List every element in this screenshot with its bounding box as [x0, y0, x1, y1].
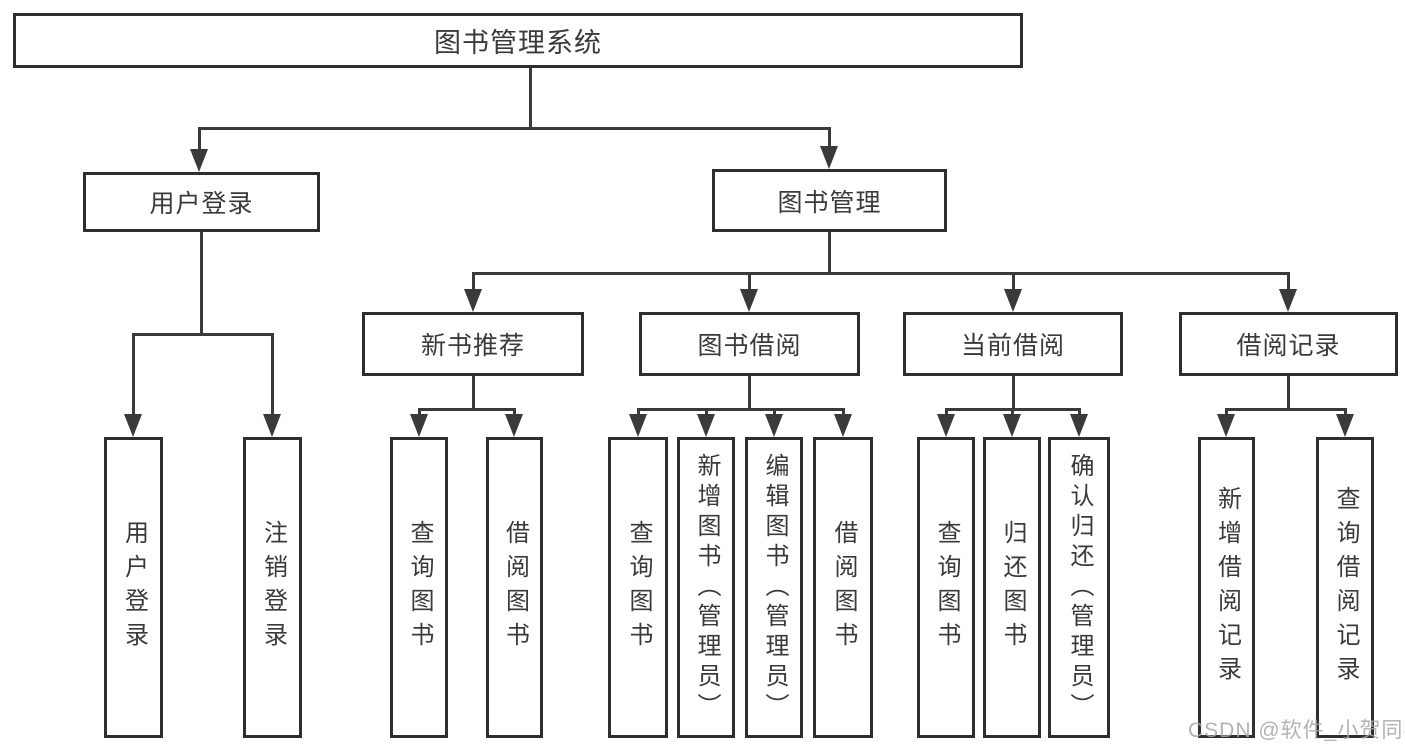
node-label: 当前借阅 [960, 332, 1065, 360]
connector-line [1287, 272, 1290, 292]
node-borrow-record: 借阅记录 [1179, 312, 1398, 376]
leaf-label: 新增图书（管理员） [693, 452, 720, 723]
connector-line [472, 272, 475, 292]
connector-line [1225, 408, 1347, 411]
arrow-down-icon [937, 414, 955, 437]
connector-line [748, 376, 751, 411]
node-user-login: 用户登录 [83, 172, 320, 232]
connector-line [418, 408, 421, 417]
connector-line [472, 376, 475, 411]
arrow-down-icon [410, 414, 428, 437]
csdn-watermark: CSDN @软件_小贺同学 [1188, 719, 1405, 742]
node-label: 用户登录 [149, 190, 254, 218]
arrow-down-icon [464, 289, 482, 312]
connector-line [271, 333, 274, 417]
connector-line [513, 408, 516, 417]
leaf-confirm-return-admin: 确认归还（管理员） [1048, 437, 1110, 738]
leaf-label: 确认归还（管理员） [1066, 452, 1093, 723]
leaf-label: 查询图书 [406, 519, 433, 656]
leaf-query-book-recommend: 查询图书 [390, 437, 448, 738]
leaf-label: 归还图书 [999, 519, 1026, 656]
node-book-borrow: 图书借阅 [639, 312, 860, 376]
connector-line [472, 272, 1290, 275]
arrow-down-icon [1003, 414, 1021, 437]
arrow-down-icon [1336, 414, 1354, 437]
leaf-logout: 注销登录 [243, 437, 302, 738]
node-book-management: 图书管理 [712, 169, 947, 232]
connector-line [418, 408, 515, 411]
connector-line [637, 408, 640, 417]
connector-line [637, 408, 845, 411]
leaf-query-book-current: 查询图书 [917, 437, 975, 738]
connector-line [1225, 408, 1228, 417]
leaf-label: 新增借阅记录 [1213, 485, 1241, 690]
leaf-return-book: 归还图书 [983, 437, 1041, 738]
connector-line [748, 272, 751, 292]
arrow-down-icon [263, 414, 281, 437]
connector-line [828, 232, 831, 275]
node-library-management-system: 图书管理系统 [13, 13, 1023, 68]
connector-line [198, 127, 201, 152]
node-label: 图书管理系统 [434, 28, 602, 58]
arrow-down-icon [629, 414, 647, 437]
arrow-down-icon [820, 146, 838, 169]
connector-line [1344, 408, 1347, 417]
connector-line [198, 127, 831, 130]
arrow-down-icon [1217, 414, 1235, 437]
connector-line [529, 68, 532, 130]
connector-line [945, 408, 948, 417]
leaf-label: 借阅图书 [830, 519, 857, 656]
leaf-add-book-admin: 新增图书（管理员） [677, 437, 735, 738]
arrow-down-icon [190, 149, 208, 172]
connector-line [132, 333, 135, 417]
connector-line [705, 408, 708, 417]
leaf-borrow-book-recommend: 借阅图书 [486, 437, 543, 738]
node-new-book-recommend: 新书推荐 [362, 312, 584, 376]
leaf-edit-book-admin: 编辑图书（管理员） [745, 437, 803, 738]
arrow-down-icon [740, 289, 758, 312]
arrow-down-icon [1070, 414, 1088, 437]
leaf-label: 用户登录 [120, 519, 148, 656]
connector-line [828, 127, 831, 149]
connector-line [1012, 272, 1015, 292]
connector-line [1012, 376, 1015, 411]
leaf-add-borrow-record: 新增借阅记录 [1198, 437, 1255, 738]
arrow-down-icon [124, 414, 142, 437]
connector-line [132, 333, 273, 336]
arrow-down-icon [1279, 289, 1297, 312]
arrow-down-icon [834, 414, 852, 437]
leaf-label: 查询图书 [625, 519, 652, 656]
arrow-down-icon [1004, 289, 1022, 312]
arrow-down-icon [697, 414, 715, 437]
leaf-label: 注销登录 [259, 519, 287, 656]
node-current-borrow: 当前借阅 [903, 312, 1123, 376]
node-label: 新书推荐 [420, 332, 525, 360]
connector-line [1011, 408, 1014, 417]
connector-line [1078, 408, 1081, 417]
leaf-query-book-borrow: 查询图书 [608, 437, 668, 738]
arrow-down-icon [765, 414, 783, 437]
connector-line [1287, 376, 1290, 411]
leaf-label: 借阅图书 [501, 519, 529, 656]
leaf-borrow-book: 借阅图书 [813, 437, 873, 738]
node-label: 借阅记录 [1236, 332, 1341, 360]
arrow-down-icon [505, 414, 523, 437]
leaf-user-login: 用户登录 [104, 437, 163, 738]
leaf-label: 查询借阅记录 [1332, 485, 1359, 690]
node-label: 图书借阅 [697, 332, 802, 360]
connector-line [200, 232, 203, 336]
leaf-label: 查询图书 [933, 519, 960, 656]
leaf-query-borrow-record: 查询借阅记录 [1316, 437, 1374, 738]
connector-line [773, 408, 776, 417]
connector-line [842, 408, 845, 417]
leaf-label: 编辑图书（管理员） [761, 452, 788, 723]
node-label: 图书管理 [777, 188, 882, 217]
